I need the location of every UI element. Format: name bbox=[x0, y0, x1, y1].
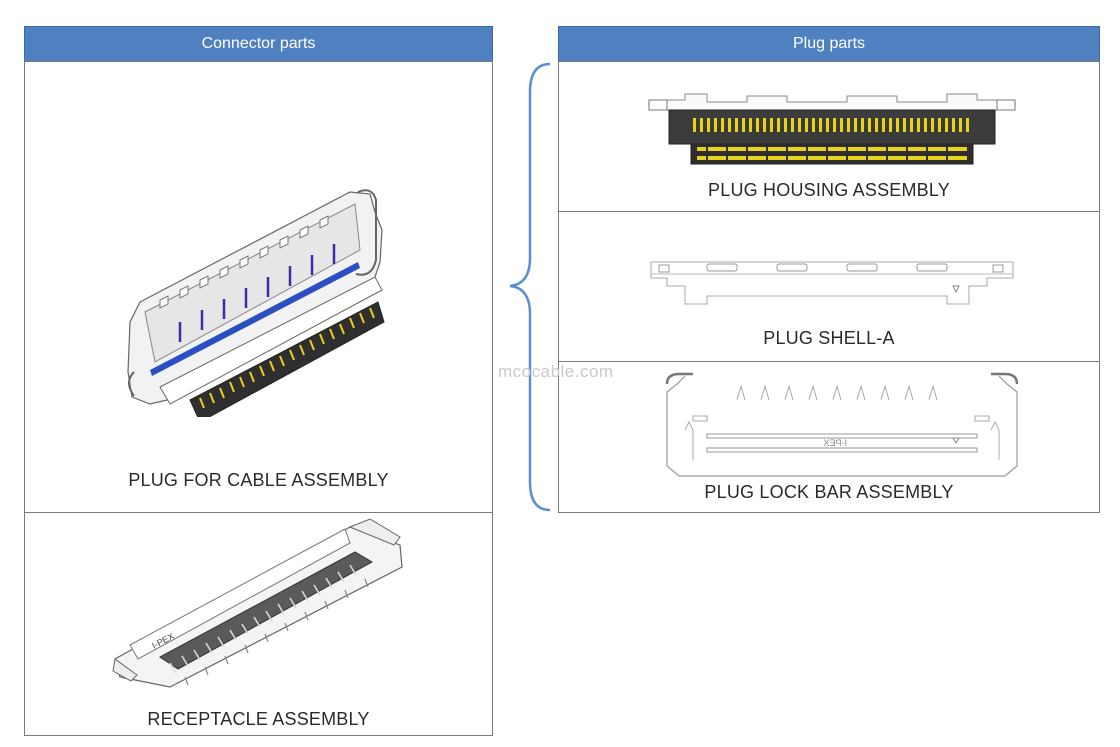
plug-shell-illustration bbox=[650, 261, 1014, 305]
plug-shell-label: PLUG SHELL-A bbox=[763, 328, 895, 348]
connector-parts-header: Connector parts bbox=[24, 26, 493, 62]
plug-shell-cell: PLUG SHELL-A bbox=[558, 211, 1100, 362]
plug-lock-bar-cell: I-PEX PLUG LOCK BAR ASSEMBLY bbox=[558, 361, 1100, 513]
plug-lock-bar-illustration: I-PEX bbox=[665, 372, 1019, 477]
plug-housing-label: PLUG HOUSING ASSEMBLY bbox=[708, 180, 950, 200]
watermark: mcocable.com bbox=[498, 362, 614, 381]
lock-bar-marking: I-PEX bbox=[823, 438, 847, 448]
plug-housing-cell: PLUG HOUSING ASSEMBLY bbox=[558, 61, 1100, 212]
receptacle-cell: I-PEX RECEPTACLE ASSEMBLY bbox=[24, 512, 493, 736]
plug-for-cable-illustration bbox=[127, 189, 385, 417]
plug-housing-illustration bbox=[648, 93, 1016, 165]
plug-for-cable-cell: PLUG FOR CABLE ASSEMBLY bbox=[24, 61, 493, 513]
plug-parts-title: Plug parts bbox=[792, 35, 866, 52]
grouping-brace bbox=[509, 62, 551, 512]
receptacle-illustration: I-PEX bbox=[112, 518, 403, 688]
receptacle-label: RECEPTACLE ASSEMBLY bbox=[147, 709, 370, 729]
plug-parts-header: Plug parts bbox=[558, 26, 1100, 62]
plug-for-cable-label: PLUG FOR CABLE ASSEMBLY bbox=[128, 470, 389, 490]
connector-parts-title: Connector parts bbox=[201, 35, 316, 52]
plug-lock-bar-label: PLUG LOCK BAR ASSEMBLY bbox=[704, 482, 954, 502]
